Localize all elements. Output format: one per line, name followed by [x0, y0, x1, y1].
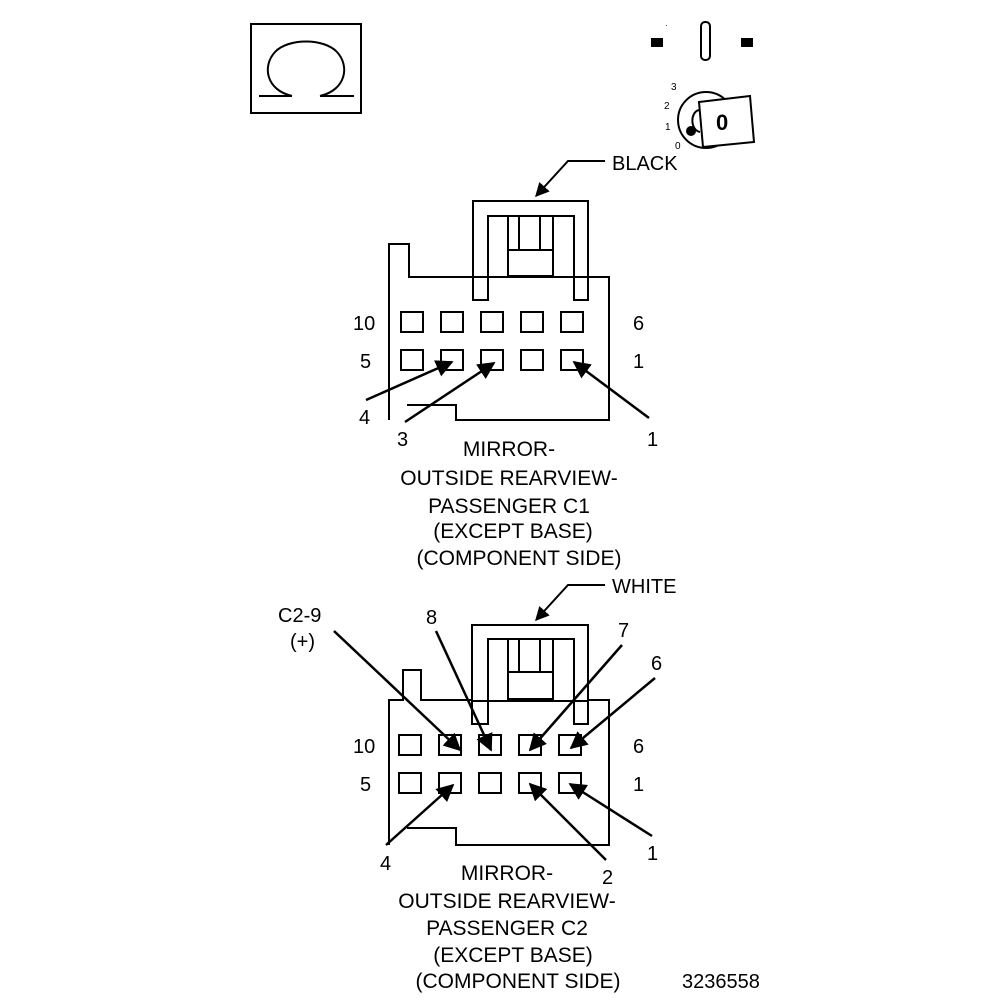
c1-pin-label-1: 1 [633, 351, 644, 373]
c1-pin-label-6: 6 [633, 313, 644, 335]
svg-text:·: · [665, 21, 668, 30]
c2-callout-6: 6 [651, 653, 662, 675]
c1-callout-3: 3 [397, 429, 408, 451]
c1-color-label: BLACK [612, 153, 678, 175]
c2-pin-label-5: 5 [360, 774, 371, 796]
c1-caption-line2: OUTSIDE REARVIEW- [400, 467, 617, 490]
c2-callout-1: 1 [647, 843, 658, 865]
c2-callout-2: 2 [602, 867, 613, 889]
ignition-key-icon: · 3 2 1 0 0 [651, 21, 756, 152]
c2-pin-label-10: 10 [353, 736, 375, 758]
c2-caption-line5: (COMPONENT SIDE) [416, 970, 621, 993]
c1-pin-label-5: 5 [360, 351, 371, 373]
ignition-pos-1: 1 [665, 122, 671, 133]
c2-caption-line4: (EXCEPT BASE) [433, 944, 593, 967]
c1-pin-grid [400, 311, 584, 371]
headphone-omega-icon [250, 23, 362, 114]
c2-caption-line3: PASSENGER C2 [426, 917, 588, 940]
connector-c1: BLACK 10 6 5 1 4 [353, 153, 678, 570]
c2-callout-plus: (+) [290, 631, 315, 653]
ignition-pos-3: 3 [671, 82, 677, 93]
c2-pin-grid [398, 734, 582, 794]
c2-pin-label-1: 1 [633, 774, 644, 796]
c2-color-label: WHITE [612, 576, 676, 598]
c1-caption-line1: MIRROR- [463, 438, 555, 461]
figure-number: 3236558 [682, 971, 760, 993]
c1-caption-line4: (EXCEPT BASE) [433, 520, 593, 543]
c2-callout-c2-9: C2-9 [278, 605, 321, 627]
c1-callout-1: 1 [647, 429, 658, 451]
c2-callout-8: 8 [426, 607, 437, 629]
c1-callout-4: 4 [359, 407, 370, 429]
c2-callout-4: 4 [380, 853, 391, 875]
connector-c2: WHITE 10 6 5 1 C2-9 (+) [278, 576, 676, 993]
c2-callout-7: 7 [618, 620, 629, 642]
ignition-pos-2: 2 [664, 101, 670, 112]
ignition-pos-0: 0 [675, 141, 681, 152]
c2-caption-line2: OUTSIDE REARVIEW- [398, 890, 615, 913]
c1-pin-label-10: 10 [353, 313, 375, 335]
c2-caption-line1: MIRROR- [461, 862, 553, 885]
c1-caption-line3: PASSENGER C1 [428, 495, 590, 518]
ignition-key-label: 0 [716, 110, 728, 135]
c2-pin-label-6: 6 [633, 736, 644, 758]
c1-caption-line5: (COMPONENT SIDE) [417, 547, 622, 570]
